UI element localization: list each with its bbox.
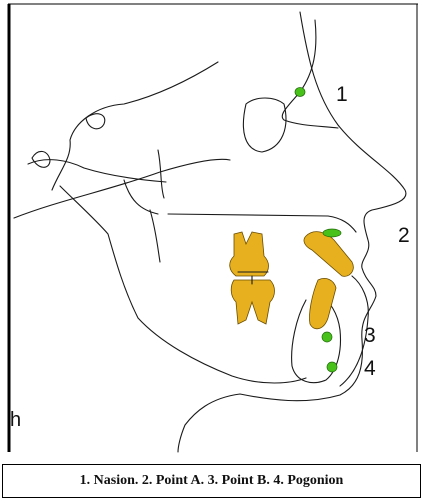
landmark-dot-pogonion [327, 362, 337, 372]
orbit-outline [243, 98, 286, 152]
landmark-label-4: 4 [364, 357, 376, 380]
landmark-label-2: 2 [398, 224, 410, 247]
lower-incisor [309, 278, 336, 328]
soft-tissue-profile [178, 12, 406, 452]
landmark-label-1: 1 [336, 83, 348, 106]
frankfort-line [14, 159, 230, 218]
figure-caption: 1. Nasion. 2. Point A. 3. Point B. 4. Po… [2, 464, 421, 498]
landmark-dot-nasion [295, 88, 305, 97]
skull-base-outline [52, 62, 218, 190]
landmark-label-3: 3 [364, 324, 376, 347]
zygomatic-arch [28, 160, 166, 182]
pterygoid-line [124, 180, 158, 214]
landmark-dot-point-a [323, 229, 341, 237]
caption-text: 1. Nasion. 2. Point A. 3. Point B. 4. Po… [80, 473, 344, 489]
upper-molar [230, 232, 269, 276]
upper-incisor [304, 232, 353, 277]
lower-molar [231, 280, 274, 324]
landmark-dot-point-b [322, 332, 332, 342]
mastoid-loop [86, 114, 105, 129]
maxilla-outline [158, 150, 356, 232]
stray-glyph: h [10, 409, 21, 431]
mandible-inner [150, 210, 160, 262]
